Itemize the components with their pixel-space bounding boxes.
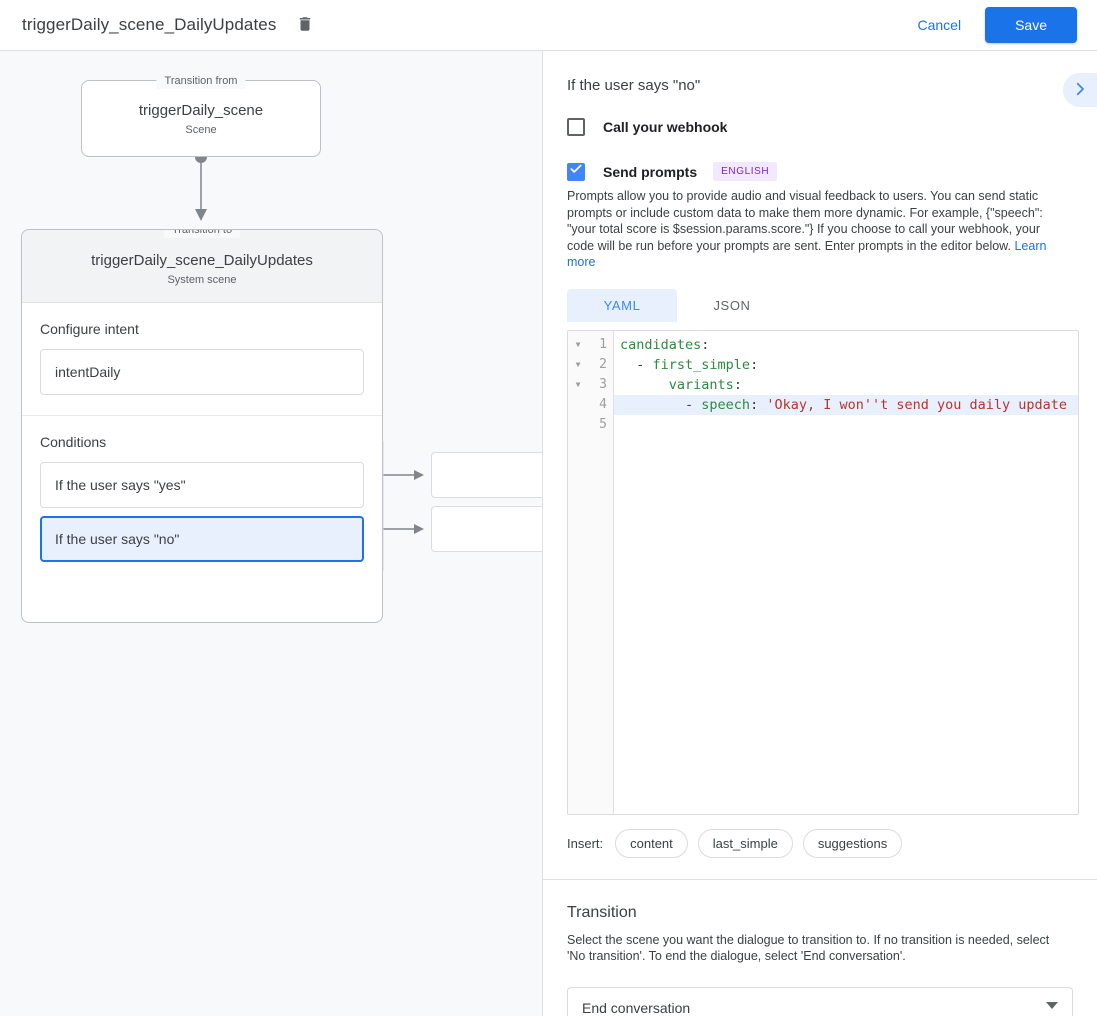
condition-item-yes[interactable]: If the user says "yes"	[40, 462, 364, 508]
conditions-label: Conditions	[40, 434, 107, 450]
details-panel: If the user says "no" Call your webhook	[542, 51, 1097, 1016]
top-bar-actions: Cancel Save	[901, 7, 1077, 43]
editor-code-line	[614, 415, 1078, 435]
panel-header: If the user says "no"	[543, 51, 1097, 107]
fold-toggle-icon[interactable]: ▼	[575, 359, 581, 369]
condition-item-no[interactable]: If the user says "no"	[40, 516, 364, 562]
collapse-panel-button[interactable]	[1063, 73, 1097, 107]
call-webhook-label: Call your webhook	[603, 119, 728, 135]
call-webhook-checkbox[interactable]	[567, 118, 585, 136]
editor-format-tabs: YAML JSON	[567, 288, 1097, 322]
top-bar: triggerDaily_scene_DailyUpdates Cancel S…	[0, 0, 1097, 51]
insert-chip-content[interactable]: content	[615, 828, 688, 858]
editor-code-line: variants:	[668, 376, 742, 393]
send-prompts-row[interactable]: Send prompts ENGLISH	[543, 162, 1097, 181]
send-prompts-label: Send prompts	[603, 163, 698, 180]
transition-select[interactable]: End conversation	[567, 986, 1073, 1016]
language-badge: ENGLISH	[713, 162, 778, 181]
transition-to-card: Transition to triggerDaily_scene_DailyUp…	[21, 229, 383, 623]
transition-to-header[interactable]: triggerDaily_scene_DailyUpdates System s…	[22, 230, 382, 303]
fold-toggle-icon[interactable]: ▼	[575, 379, 581, 389]
editor-line-number: ▼3	[568, 375, 613, 395]
editor-line-number: 5	[599, 416, 607, 432]
transition-from-legend: Transition from	[156, 73, 246, 89]
configure-intent-label: Configure intent	[40, 321, 139, 337]
fold-toggle-icon[interactable]: ▼	[575, 339, 581, 349]
target-card-no[interactable]	[431, 506, 542, 552]
editor-code-line: candidates:	[620, 336, 710, 353]
target-card-yes[interactable]	[431, 452, 542, 498]
chevron-right-icon	[1071, 80, 1089, 101]
intent-field[interactable]: intentDaily	[40, 349, 364, 395]
webhook-row[interactable]: Call your webhook	[543, 118, 1097, 136]
editor-line-number: ▼2	[568, 355, 613, 375]
insert-chip-suggestions[interactable]: suggestions	[802, 828, 903, 858]
editor-code-line: - speech: 'Okay, I won''t send you daily…	[614, 394, 1078, 415]
delete-button[interactable]	[290, 10, 320, 40]
insert-label: Insert:	[567, 835, 604, 851]
editor-code-line: - first_simple:	[620, 356, 759, 373]
transition-description: Select the scene you want the dialogue t…	[567, 932, 1050, 964]
panel-divider	[543, 878, 1097, 880]
transition-section: Transition Select the scene you want the…	[543, 880, 1097, 1016]
transition-from-type: Scene	[185, 124, 217, 136]
panel-title: If the user says "no"	[567, 77, 701, 94]
save-button[interactable]: Save	[985, 7, 1077, 43]
transition-select-value: End conversation	[582, 999, 691, 1016]
cancel-button[interactable]: Cancel	[901, 8, 977, 42]
insert-chips-row: Insert: content last_simple suggestions	[567, 828, 1097, 858]
transition-to-type: System scene	[167, 274, 237, 286]
chevron-down-icon	[1046, 999, 1058, 1016]
transition-from-name: triggerDaily_scene	[138, 102, 264, 119]
page-title: triggerDaily_scene_DailyUpdates	[22, 15, 277, 34]
send-prompts-description: Prompts allow you to provide audio and v…	[543, 181, 1073, 271]
learn-more-link[interactable]: Learn more	[567, 238, 1047, 270]
send-prompts-description-text: Prompts allow you to provide audio and v…	[567, 189, 1043, 253]
transition-to-legend: Transition to	[163, 230, 241, 238]
editor-line-number: ▼1	[568, 335, 613, 355]
editor-code-area[interactable]: candidates: - first_simple: variants: - …	[614, 331, 1078, 814]
transition-from-card[interactable]: Transition from triggerDaily_scene Scene	[81, 73, 321, 157]
graph-canvas: Transition from triggerDaily_scene Scene…	[0, 51, 542, 1016]
editor-line-number: 4	[599, 396, 607, 412]
conditions-section: Conditions If the user says "yes" If the…	[22, 415, 382, 582]
configure-intent-section: Configure intent intentDaily	[22, 303, 382, 415]
trash-icon	[296, 15, 314, 36]
transition-title: Transition	[567, 903, 637, 921]
send-prompts-checkbox[interactable]	[567, 162, 585, 181]
tab-yaml[interactable]: YAML	[567, 288, 677, 322]
insert-chip-last-simple[interactable]: last_simple	[697, 828, 793, 858]
checkmark-icon	[569, 162, 583, 181]
transition-to-name: triggerDaily_scene_DailyUpdates	[91, 252, 313, 269]
tab-json[interactable]: JSON	[677, 289, 787, 322]
